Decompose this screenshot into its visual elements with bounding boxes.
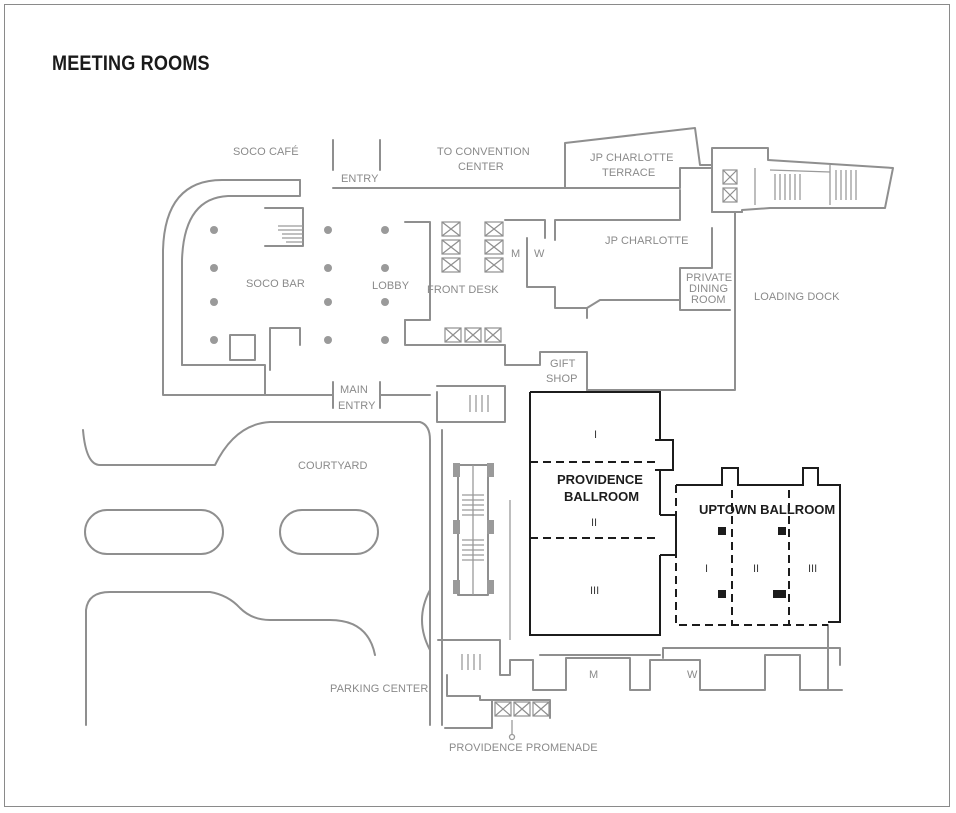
label-main-entry-1: MAIN [340, 384, 368, 396]
label-entry: ENTRY [341, 173, 379, 185]
label-main-entry-2: ENTRY [338, 400, 376, 412]
label-providence-ballroom-1: PROVIDENCE [557, 472, 643, 487]
label-jp-charlotte: JP CHARLOTTE [605, 235, 689, 247]
map-labels: SOCO CAFÉ ENTRY TO CONVENTION CENTER JP … [233, 145, 840, 754]
label-womens-top: W [534, 248, 545, 260]
label-courtyard: COURTYARD [298, 460, 368, 472]
courtyard-paths [82, 385, 843, 741]
label-providence-ballroom-2: BALLROOM [564, 489, 639, 504]
label-womens-bottom: W [687, 669, 698, 681]
label-soco-cafe: SOCO CAFÉ [233, 145, 299, 158]
label-uptown-ballroom: UPTOWN BALLROOM [699, 502, 835, 517]
escalators [453, 463, 494, 596]
label-lobby: LOBBY [372, 280, 410, 292]
label-jp-terrace-2: TERRACE [602, 167, 655, 179]
columns [210, 226, 389, 344]
elevators [441, 169, 738, 717]
label-jp-terrace-1: JP CHARLOTTE [590, 152, 674, 164]
label-to-convention-2: CENTER [458, 161, 504, 173]
uptown-section-1: I [705, 563, 708, 575]
label-front-desk: FRONT DESK [427, 284, 499, 296]
upper-walls [162, 127, 894, 409]
providence-section-1: I [594, 429, 597, 441]
label-private-3: ROOM [691, 294, 726, 306]
uptown-section-2: II [753, 563, 759, 575]
label-private-2: DINING [689, 283, 728, 295]
label-gift-2: SHOP [546, 373, 578, 385]
label-mens-bottom: M [589, 669, 598, 681]
uptown-section-3: III [808, 563, 817, 575]
label-soco-bar: SOCO BAR [246, 278, 305, 290]
uptown-ballroom [675, 467, 841, 626]
label-to-convention-1: TO CONVENTION [437, 146, 530, 158]
stairs [278, 170, 857, 670]
label-parking-center: PARKING CENTER [330, 683, 428, 695]
providence-section-2: II [591, 517, 597, 529]
providence-ballroom [529, 391, 677, 636]
label-mens-top: M [511, 248, 520, 260]
label-providence-promenade: PROVIDENCE PROMENADE [449, 742, 598, 754]
label-gift-1: GIFT [550, 358, 576, 370]
map-frame [4, 4, 950, 807]
label-private-1: PRIVATE [686, 272, 732, 284]
label-loading-dock: LOADING DOCK [754, 291, 840, 303]
providence-section-3: III [590, 585, 599, 597]
page-title: MEETING ROOMS [52, 52, 210, 75]
